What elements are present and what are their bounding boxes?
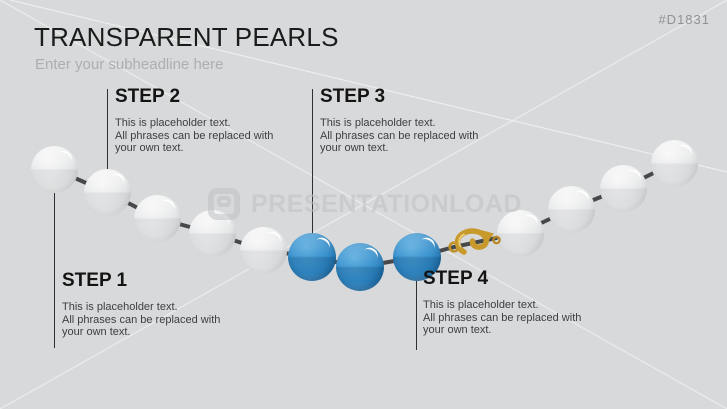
step-3-label: STEP 3 (320, 86, 386, 107)
step-1-connector-line (54, 188, 55, 348)
step-2-connector-line (107, 89, 108, 172)
presentationload-logo-counter (217, 196, 231, 207)
pearl-white-1 (31, 146, 78, 193)
step-1-body: This is placeholder text. All phrases ca… (62, 301, 221, 338)
pearl-white-5 (240, 227, 287, 274)
pearl-white-7 (548, 186, 595, 233)
pearl-white-4 (189, 210, 236, 257)
step-3-connector-line (312, 89, 313, 237)
watermark: PRESENTATIONLOAD (208, 188, 522, 220)
pearl-blue-1 (288, 233, 336, 281)
step-2-label: STEP 2 (115, 86, 181, 107)
pearl-white-9 (651, 140, 698, 187)
pearl-blue-2 (336, 243, 384, 291)
pearl-blue-3 (393, 233, 441, 281)
clasp-body (454, 228, 489, 255)
step-4-body: This is placeholder text. All phrases ca… (423, 299, 582, 336)
product-code: #D1831 (658, 12, 710, 27)
step-2-block: STEP 2 This is placeholder text. All phr… (115, 86, 330, 155)
step-3-block: STEP 3 This is placeholder text. All phr… (320, 86, 535, 155)
clasp-hook (481, 230, 494, 243)
pearl-white-3 (134, 195, 181, 242)
step-1-label: STEP 1 (62, 270, 128, 291)
step-2-body: This is placeholder text. All phrases ca… (115, 117, 274, 154)
clasp-ring-icon (448, 241, 460, 253)
clasp-highlight (458, 233, 465, 248)
step-4-connector-line (416, 277, 417, 350)
watermark-text: PRESENTATIONLOAD (251, 190, 522, 218)
step-4-block: STEP 4 This is placeholder text. All phr… (423, 268, 638, 337)
slide-title: TRANSPARENT PEARLS (34, 22, 339, 52)
pearl-white-2 (84, 169, 131, 216)
pearl-white-8 (600, 165, 647, 212)
step-3-body: This is placeholder text. All phrases ca… (320, 117, 479, 154)
step-1-block: STEP 1 This is placeholder text. All phr… (62, 270, 277, 339)
slide-subheadline: Enter your subheadline here (35, 56, 224, 73)
step-4-label: STEP 4 (423, 268, 489, 289)
pearl-white-6 (497, 210, 544, 257)
